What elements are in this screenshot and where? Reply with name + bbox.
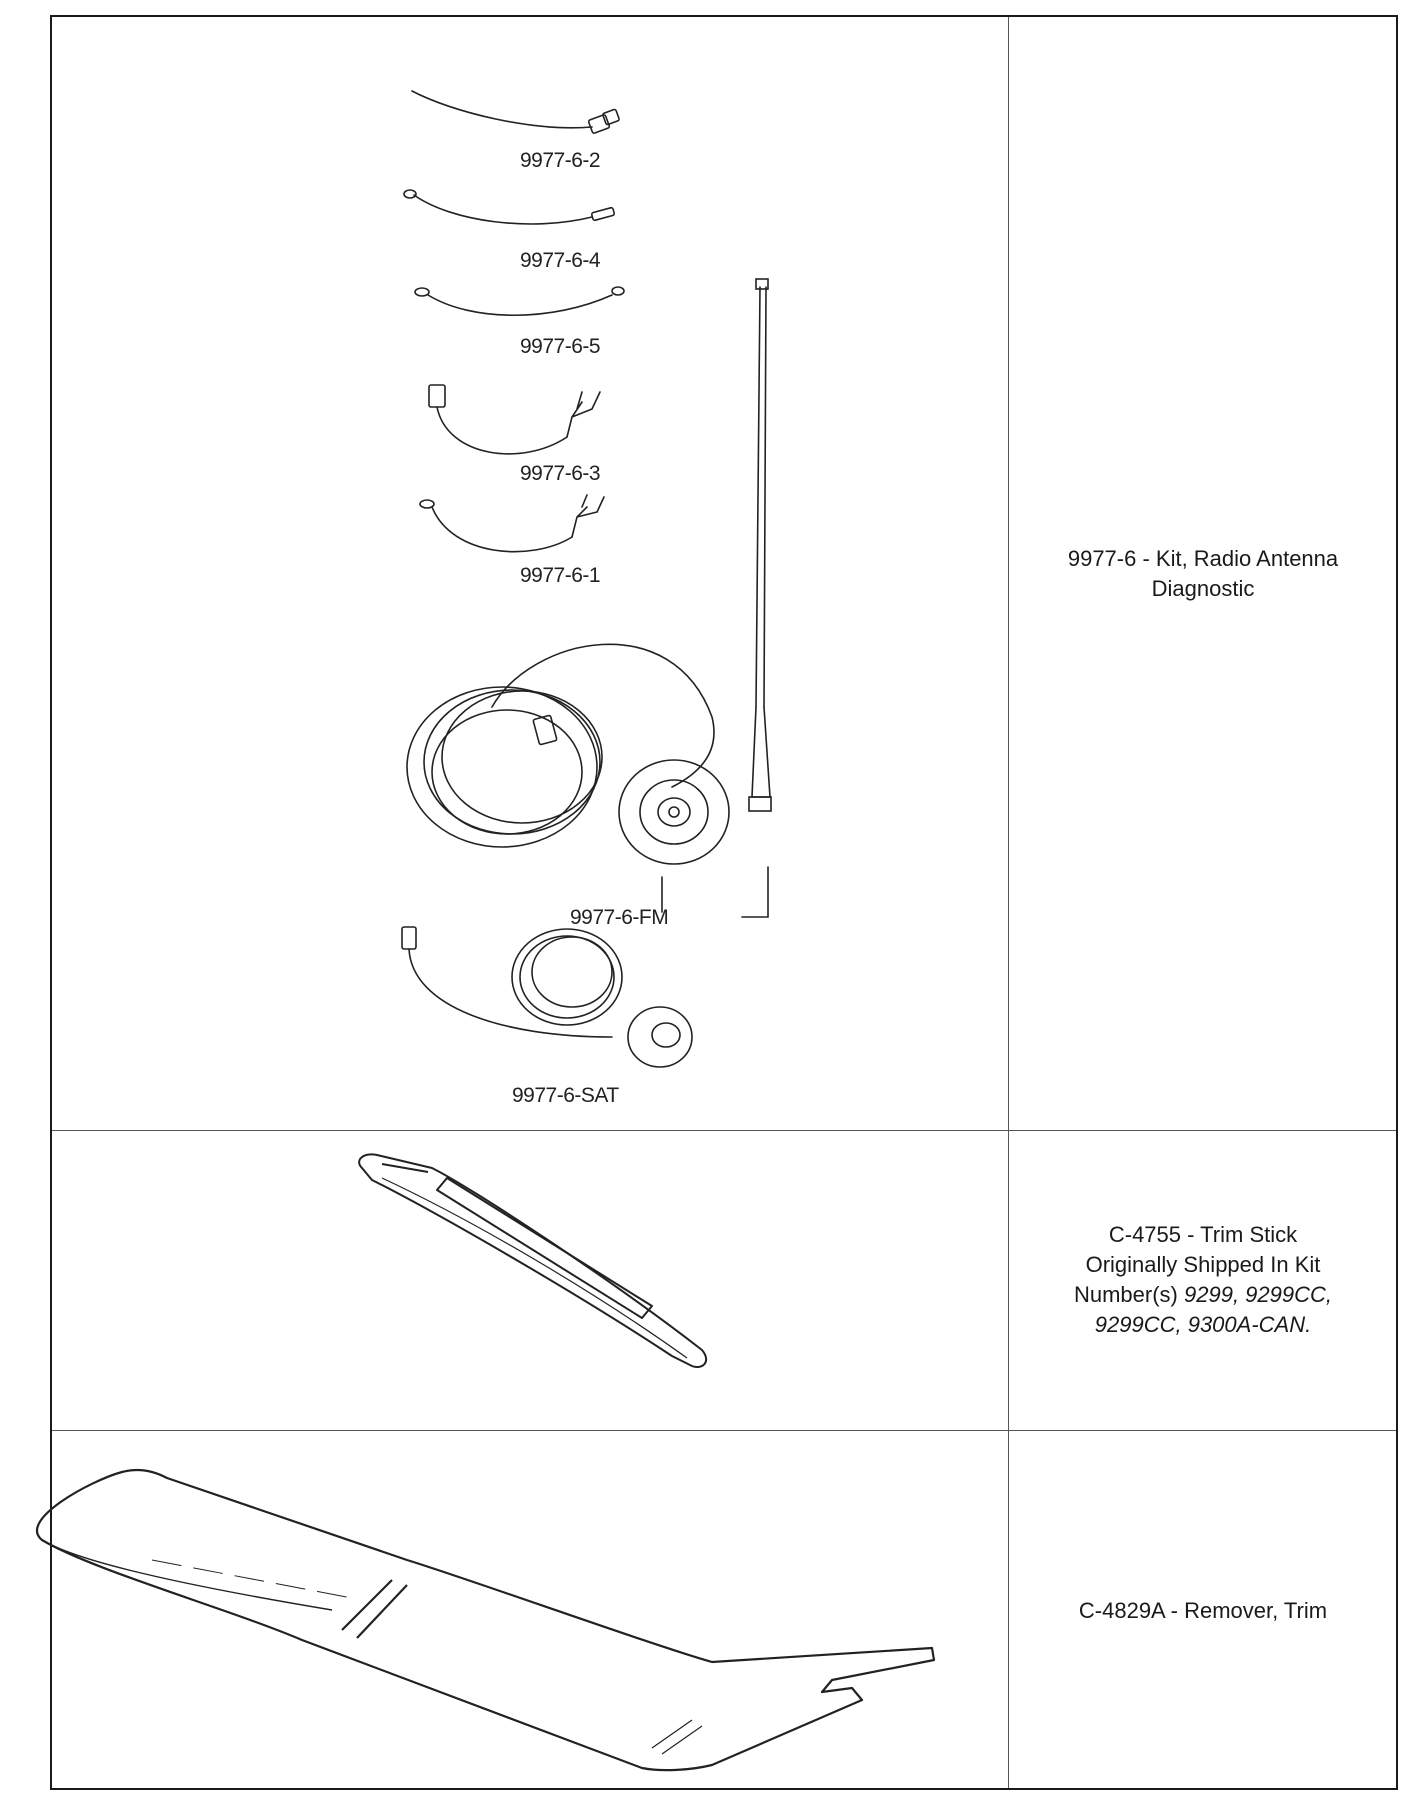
desc-antenna-line2: Diagnostic <box>1151 575 1255 601</box>
label-9977-6-5: 9977-6-5 <box>520 335 600 358</box>
desc-trim-line3: Number(s) 9299, 9299CC, <box>1074 1280 1332 1310</box>
row-divider-2 <box>52 1430 1396 1431</box>
label-9977-6-4: 9977-6-4 <box>520 249 601 272</box>
row-divider-1 <box>52 1130 1396 1131</box>
label-9977-6-3: 9977-6-3 <box>520 462 600 485</box>
desc-trim-line4: 9299CC, 9300A-CAN. <box>1094 1312 1312 1337</box>
row-antenna-kit: 9977-6-2 9977-6-4 9977-6-5 9977-6-3 9977… <box>52 17 1396 1130</box>
desc-remover-line1: C-4829A - Remover, Trim <box>1078 1598 1328 1623</box>
desc-trim-line3-prefix: Number(s) <box>1073 1282 1184 1307</box>
row-trim-stick: C-4755 - Trim Stick Originally Shipped I… <box>52 1130 1396 1430</box>
antenna-kit-illustration: 9977-6-2 9977-6-4 9977-6-5 9977-6-3 9977… <box>401 90 772 1107</box>
description-trim-remover: C-4829A - Remover, Trim <box>1010 1430 1396 1792</box>
label-9977-6-1: 9977-6-1 <box>520 564 600 587</box>
desc-antenna-line1: 9977-6 - Kit, Radio Antenna <box>1067 545 1339 571</box>
tool-table: 9977-6-2 9977-6-4 9977-6-5 9977-6-3 9977… <box>35 15 1398 1792</box>
label-9977-6-2: 9977-6-2 <box>520 149 600 172</box>
label-9977-6-fm: 9977-6-FM <box>570 906 668 929</box>
description-trim-stick: C-4755 - Trim Stick Originally Shipped I… <box>1010 1130 1396 1430</box>
row-trim-remover: C-4829A - Remover, Trim <box>35 1430 1396 1792</box>
description-antenna-kit: 9977-6 - Kit, Radio Antenna Diagnostic <box>1010 17 1396 1130</box>
label-9977-6-sat: 9977-6-SAT <box>512 1084 619 1107</box>
trim-stick-illustration <box>358 1153 708 1368</box>
desc-trim-line2: Originally Shipped In Kit <box>1085 1252 1321 1277</box>
column-divider <box>1008 17 1009 1788</box>
trim-remover-illustration <box>35 1468 936 1772</box>
desc-trim-line3-kits: 9299, 9299CC, <box>1184 1282 1332 1307</box>
desc-trim-line1: C-4755 - Trim Stick <box>1108 1222 1298 1247</box>
